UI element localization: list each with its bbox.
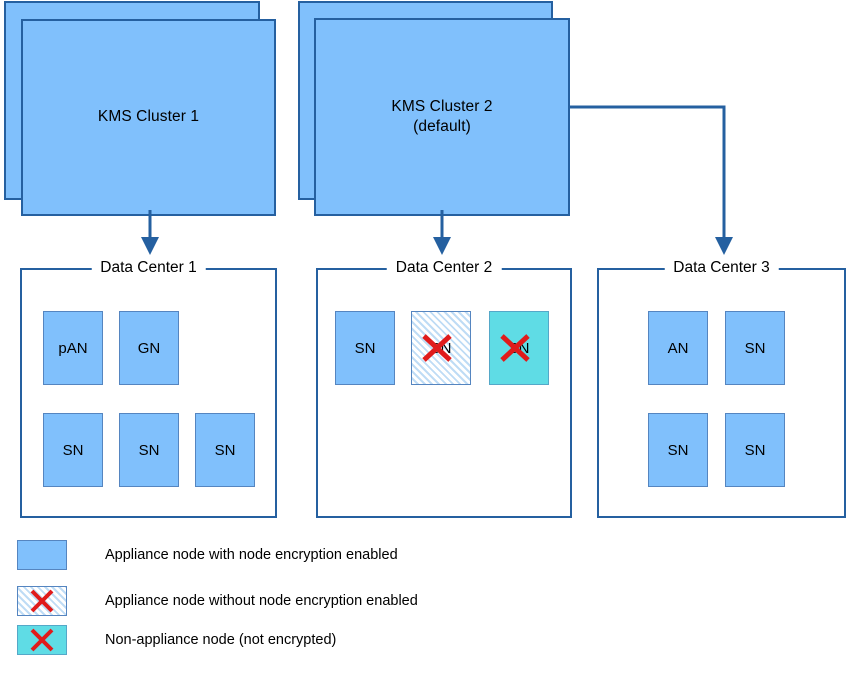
kms-cluster-1-label: KMS Cluster 1 (97, 108, 200, 126)
node-label: pAN (58, 339, 88, 357)
legend-label-not-encrypted: Appliance node without node encryption e… (105, 593, 418, 609)
data-center-1-title: Data Center 1 (91, 259, 206, 277)
node-dc2-sn-1[interactable]: SN (335, 311, 395, 385)
kms-cluster-1-label-wrap: KMS Cluster 1 (98, 107, 199, 127)
data-center-1-panel: Data Center 1 pAN GN SN SN SN (20, 259, 277, 518)
connector-kms1-to-dc1 (141, 210, 159, 255)
kms-cluster-1-card-front[interactable]: KMS Cluster 1 (21, 19, 276, 216)
node-dc1-pan[interactable]: pAN (43, 311, 103, 385)
node-label: SN (354, 339, 376, 357)
node-dc3-sn-2[interactable]: SN (648, 413, 708, 487)
node-label: SN (667, 441, 689, 459)
data-center-3-title: Data Center 3 (664, 259, 779, 277)
legend-row-not-encrypted: Appliance node without node encryption e… (17, 586, 418, 616)
node-label: SN (744, 441, 766, 459)
node-dc3-sn-3[interactable]: SN (725, 413, 785, 487)
legend-label-non-appliance: Non-appliance node (not encrypted) (105, 632, 337, 648)
data-center-2-title: Data Center 2 (386, 259, 502, 277)
node-dc2-sn-3-non-appliance[interactable]: SN (489, 311, 549, 385)
legend-swatch-non-appliance (17, 625, 67, 655)
kms-cluster-2-label: KMS Cluster 2 (391, 97, 493, 115)
node-label: GN (137, 339, 161, 357)
kms-cluster-2-card-front[interactable]: KMS Cluster 2 (default) (314, 18, 570, 216)
node-label: SN (138, 441, 160, 459)
node-label: SN (430, 339, 452, 357)
node-dc1-gn[interactable]: GN (119, 311, 179, 385)
node-label: SN (508, 339, 530, 357)
legend-row-non-appliance: Non-appliance node (not encrypted) (17, 625, 336, 655)
node-label: SN (744, 339, 766, 357)
red-x-icon (30, 628, 54, 652)
legend-swatch-not-encrypted (17, 586, 67, 616)
node-dc1-sn-1[interactable]: SN (43, 413, 103, 487)
node-label: SN (214, 441, 236, 459)
node-dc1-sn-2[interactable]: SN (119, 413, 179, 487)
data-center-3-panel: Data Center 3 AN SN SN SN (597, 259, 846, 518)
kms-cluster-1-group: KMS Cluster 1 (0, 0, 290, 220)
legend-label-encrypted: Appliance node with node encryption enab… (105, 547, 398, 563)
node-label: SN (62, 441, 84, 459)
kms-cluster-2-group: KMS Cluster 2 (default) (0, 0, 600, 220)
legend-swatch-encrypted (17, 540, 67, 570)
node-dc1-sn-3[interactable]: SN (195, 413, 255, 487)
connector-kms2-to-dc2 (433, 210, 451, 255)
node-dc3-an[interactable]: AN (648, 311, 708, 385)
legend-row-encrypted: Appliance node with node encryption enab… (17, 540, 398, 570)
data-center-2-panel: Data Center 2 SN SN SN (316, 259, 572, 518)
node-dc2-sn-2-unencrypted[interactable]: SN (411, 311, 471, 385)
kms-cluster-2-sublabel: (default) (413, 118, 471, 135)
red-x-icon (30, 589, 54, 613)
node-label: AN (667, 339, 689, 357)
node-dc3-sn-1[interactable]: SN (725, 311, 785, 385)
kms-cluster-2-label-wrap: KMS Cluster 2 (default) (391, 97, 492, 138)
connector-kms2-to-dc3 (568, 105, 733, 255)
